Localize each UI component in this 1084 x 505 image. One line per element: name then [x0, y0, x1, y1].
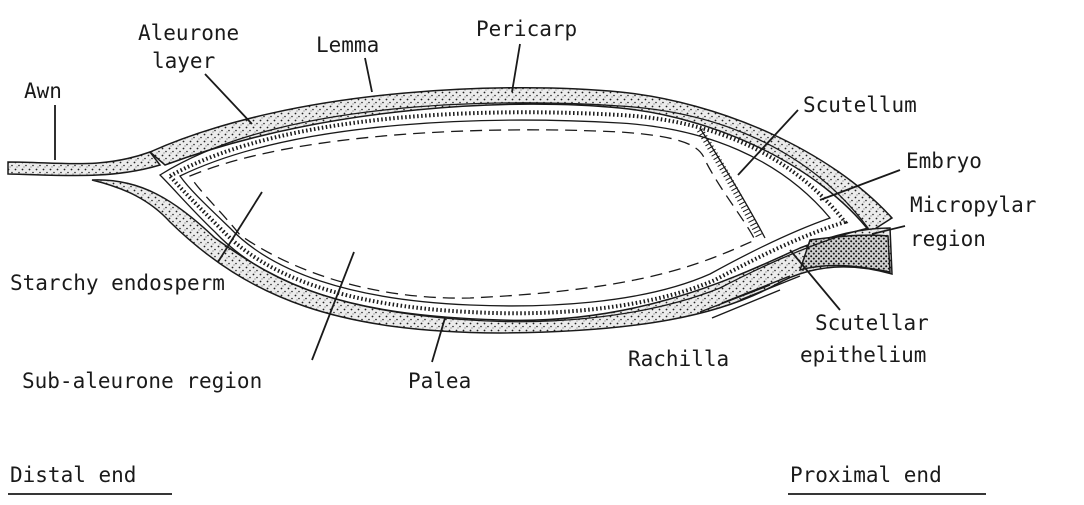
distal-end-label: Distal end: [10, 463, 136, 487]
aleurone-leader: [205, 74, 252, 124]
aleurone-label-line2: layer: [152, 49, 215, 73]
awn: [8, 152, 160, 176]
rachilla-base: [800, 235, 890, 272]
awn-label: Awn: [24, 79, 62, 103]
starchy-leader: [218, 192, 262, 262]
pericarp-label: Pericarp: [476, 17, 577, 41]
lemma-leader: [365, 58, 372, 92]
rachilla-label: Rachilla: [628, 347, 729, 371]
pericarp-leader: [512, 44, 520, 92]
lemma-label: Lemma: [316, 33, 379, 57]
aleurone-label-line1: Aleurone: [138, 21, 239, 45]
proximal-end-label: Proximal end: [790, 463, 942, 487]
lemma: [150, 88, 892, 232]
micropylar-label-line1: Micropylar: [910, 193, 1036, 217]
scutellar-label-line1: Scutellar: [815, 311, 929, 335]
scutellar-label-line2: epithelium: [800, 343, 926, 367]
palea-label: Palea: [408, 369, 471, 393]
embryo-label: Embryo: [906, 149, 982, 173]
sub-aleurone-label: Sub-aleurone region: [22, 369, 262, 393]
sub-aleurone-boundary: [190, 130, 755, 298]
starchy-endosperm-label: Starchy endosperm: [10, 271, 225, 295]
micropylar-label-line2: region: [910, 227, 986, 251]
scutellum-label: Scutellum: [803, 93, 917, 117]
